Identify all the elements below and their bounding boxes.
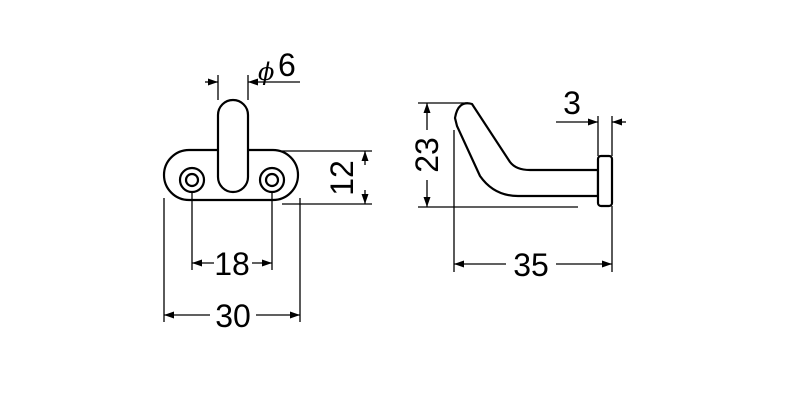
pin-diameter-value: 6	[278, 47, 296, 83]
hook-head	[596, 154, 614, 208]
plate-width-value: 30	[215, 298, 251, 334]
head-thickness-value: 3	[563, 85, 581, 121]
side-dimensions	[418, 102, 626, 272]
front-view	[162, 98, 300, 202]
side-view	[453, 102, 614, 208]
hook-height-value: 23	[409, 137, 445, 173]
front-dimensions	[163, 75, 372, 322]
hook-length-value: 35	[513, 247, 549, 283]
hole-spacing-value: 18	[214, 246, 250, 282]
hook-pin	[216, 98, 250, 194]
hook-body	[453, 102, 600, 198]
pin-diameter-symbol: ϕ	[258, 58, 274, 86]
plate-height-value: 12	[324, 160, 360, 196]
